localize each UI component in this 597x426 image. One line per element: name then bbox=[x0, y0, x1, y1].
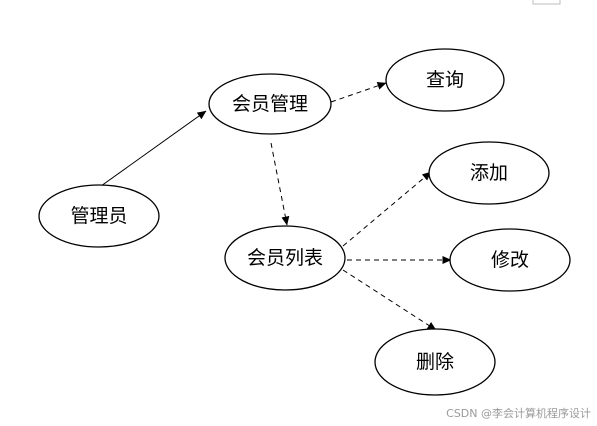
node-delete-ellipse bbox=[374, 328, 496, 396]
edge-member-list-to-add bbox=[342, 171, 432, 247]
node-add-ellipse bbox=[428, 141, 550, 205]
node-add: 添加 bbox=[428, 141, 550, 205]
node-member-list-label: 会员列表 bbox=[247, 247, 323, 269]
node-edit: 修改 bbox=[449, 228, 571, 292]
node-admin-label: 管理员 bbox=[70, 205, 127, 227]
node-delete-label: 删除 bbox=[416, 351, 454, 373]
node-query: 查询 bbox=[385, 48, 505, 112]
node-delete: 删除 bbox=[374, 328, 496, 396]
edge-member-list-to-delete bbox=[342, 269, 437, 331]
node-edit-label: 修改 bbox=[491, 249, 529, 271]
node-query-ellipse bbox=[385, 48, 505, 112]
node-query-label: 查询 bbox=[426, 69, 464, 91]
node-member-mgmt-label: 会员管理 bbox=[232, 93, 308, 115]
edge-member-mgmt-to-query bbox=[330, 81, 387, 103]
watermark-text: CSDN @李会计算机程序设计 bbox=[446, 407, 591, 420]
edge-member-mgmt-to-member-list bbox=[270, 142, 290, 226]
edge-admin-to-member-mgmt bbox=[100, 110, 207, 187]
node-admin: 管理员 bbox=[38, 184, 160, 248]
node-add-label: 添加 bbox=[470, 162, 508, 184]
corner-frame-mark bbox=[532, 0, 561, 5]
node-admin-ellipse bbox=[38, 184, 160, 248]
node-member-list: 会员列表 bbox=[224, 225, 346, 291]
node-member-mgmt-ellipse bbox=[208, 73, 332, 135]
node-member-list-ellipse bbox=[224, 225, 346, 291]
node-member-mgmt: 会员管理 bbox=[208, 73, 332, 135]
node-edit-ellipse bbox=[449, 228, 571, 292]
